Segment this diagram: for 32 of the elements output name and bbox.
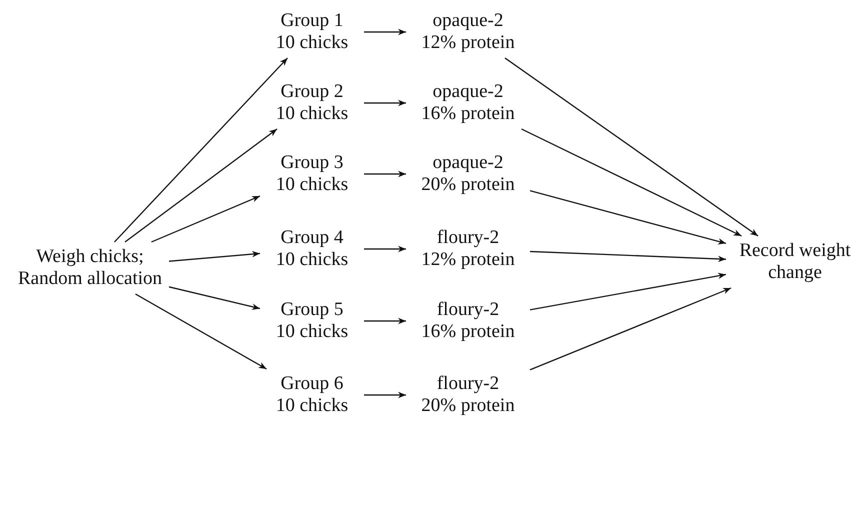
group-text: Group 4 10 chicks (264, 227, 360, 271)
arrow (364, 170, 406, 178)
arrow (364, 100, 406, 106)
arrow (504, 58, 758, 236)
group-text: Group 3 10 chicks (264, 152, 360, 196)
group-text: Group 5 10 chicks (264, 299, 360, 343)
arrow (364, 392, 406, 398)
diet-text: opaque-2 16% protein (410, 81, 526, 125)
diet-text: floury-2 20% protein (410, 373, 526, 417)
diet-text: floury-2 12% protein (410, 227, 526, 271)
arrow (168, 286, 260, 310)
diet-text: floury-2 16% protein (410, 299, 526, 343)
arrow (364, 246, 406, 252)
group-text: Group 2 10 chicks (264, 81, 360, 125)
diet-text: opaque-2 20% protein (410, 152, 526, 196)
group-text: Group 1 10 chicks (264, 10, 360, 54)
arrow (530, 190, 726, 244)
start-text: Weigh chicks; Random allocation (15, 246, 165, 290)
arrow (135, 293, 267, 370)
diet-text: opaque-2 12% protein (410, 10, 526, 54)
arrow (168, 250, 260, 262)
arrow (364, 28, 406, 36)
end-text: Record weight change (730, 240, 851, 284)
group-text: Group 6 10 chicks (264, 373, 360, 417)
arrow (530, 250, 726, 262)
arrow (530, 272, 726, 310)
arrow (114, 58, 288, 242)
arrow (364, 318, 406, 324)
arrow (151, 195, 260, 243)
arrow (521, 128, 742, 237)
arrow (124, 128, 278, 242)
arrow (530, 287, 732, 370)
